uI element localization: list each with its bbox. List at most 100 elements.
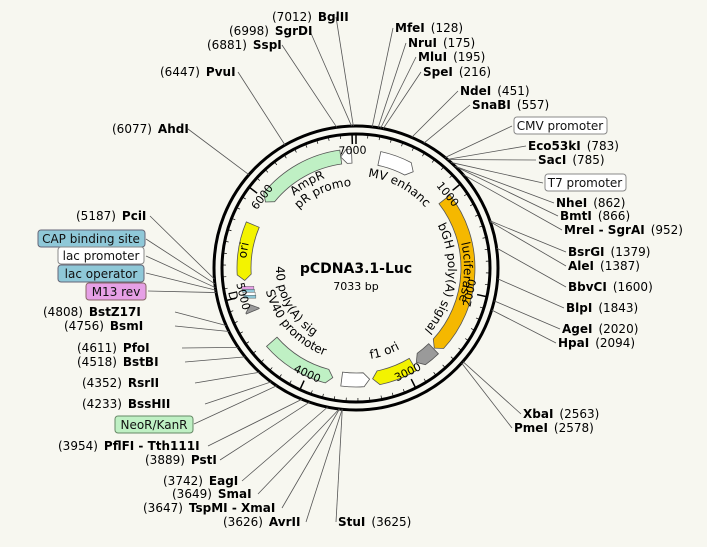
top-site-labels: (7012)BglII (6998)SgrDI (6881)SspI (6447… (112, 10, 349, 136)
leader-line (371, 27, 394, 128)
leader-line (497, 278, 565, 309)
sv40-cds-arrow[interactable] (265, 336, 334, 384)
feature-cap-binding-site[interactable]: CAP binding site (42, 232, 140, 246)
site-ndei[interactable]: NdeI(451) (460, 84, 530, 98)
site-bstz17i[interactable]: (4808)BstZ17I (43, 305, 141, 319)
tick-mark (248, 186, 258, 194)
tick-mark (225, 297, 236, 302)
leader-line (489, 220, 567, 253)
leader-line (147, 290, 217, 293)
feature-lac-promoter[interactable]: lac promoter (63, 249, 140, 263)
site-tspmi-xmai[interactable]: (3647)TspMI - XmaI (143, 501, 275, 515)
tick-mark (274, 161, 278, 166)
bgh-polya-box[interactable] (415, 343, 439, 366)
site-bstbi[interactable]: (4518)BstBI (77, 355, 159, 369)
site-bmti[interactable]: BmtI(866) (560, 209, 630, 223)
site-xbai[interactable]: XbaI(2563) (523, 407, 599, 421)
site-blpi[interactable]: BlpI(1843) (566, 301, 638, 315)
site-hpai[interactable]: HpaI(2094) (558, 336, 635, 350)
leader-line (382, 71, 422, 129)
site-mrei-sgrai[interactable]: MreI - SgrAI(952) (564, 223, 683, 237)
site-bsshii[interactable]: (4233)BssHII (82, 397, 170, 411)
tick-mark (231, 217, 236, 221)
leader-line (461, 362, 513, 429)
tick-mark (245, 341, 250, 345)
site-pmei[interactable]: PmeI(2578) (514, 421, 594, 435)
feature-lac-operator[interactable]: lac operator (65, 267, 138, 281)
site-pflfi-tth111i[interactable]: (3954)PflFI - Tth111I (58, 439, 200, 453)
tick-mark (288, 380, 292, 385)
site-avrii[interactable]: (3626)AvrII (223, 515, 300, 529)
site-pcii[interactable]: (5187)PciI (76, 209, 146, 223)
site-bsmi[interactable]: (4756)BsmI (64, 319, 143, 333)
tick-mark (449, 174, 453, 179)
leader-line (335, 16, 354, 127)
site-mfei[interactable]: MfeI(128) (395, 21, 463, 35)
feature-cmv-promoter[interactable]: CMV promoter (517, 119, 604, 133)
site-psti[interactable]: (3889)PstI (145, 453, 217, 467)
leader-line (149, 215, 215, 280)
leader-line (380, 56, 417, 129)
lac-element-box[interactable] (241, 286, 255, 290)
site-rsrii[interactable]: (4352)RsrII (82, 376, 159, 390)
site-smai[interactable]: (3649)SmaI (172, 487, 252, 501)
leader-line (309, 30, 352, 127)
ampr-promoter-arrow[interactable] (340, 148, 353, 164)
leader-line (281, 408, 340, 509)
leader-line (204, 381, 272, 405)
site-eco53ki[interactable]: Eco53kI(783) (528, 139, 619, 153)
leader-line (496, 247, 567, 288)
tick-mark (224, 240, 229, 243)
site-pvui[interactable]: (6447)PvuI (160, 65, 236, 79)
leader-line (455, 166, 559, 217)
leader-line (207, 398, 303, 447)
tick-mark (411, 146, 415, 151)
feature-arcs (236, 148, 476, 388)
f1-ori-arrow[interactable] (372, 357, 418, 386)
site-bbvci[interactable]: BbvCI(1600) (568, 280, 653, 294)
feature-t7-promoter[interactable]: T7 promoter (547, 176, 623, 190)
site-bglii[interactable]: (7012)BglII (272, 10, 349, 24)
site-nhei[interactable]: NheI(862) (556, 196, 625, 210)
leader-line (241, 406, 328, 482)
tick-mark (450, 356, 455, 360)
site-mlui[interactable]: MluI(195) (418, 50, 485, 64)
site-stui[interactable]: StuI(3625) (338, 515, 411, 529)
luciferase-arrow[interactable] (432, 194, 476, 349)
tick-mark (283, 154, 287, 159)
tick-label: 2000 (460, 278, 479, 308)
site-spei[interactable]: SpeI(216) (423, 65, 491, 79)
site-sgrdi[interactable]: (6998)SgrDI (229, 24, 312, 38)
ampr-arrow[interactable] (263, 149, 343, 203)
sv40-promoter-arrow[interactable] (340, 371, 371, 388)
site-alei[interactable]: AleI(1387) (568, 259, 640, 273)
site-sspi[interactable]: (6881)SspI (207, 38, 282, 52)
site-agei[interactable]: AgeI(2020) (562, 322, 638, 336)
leader-line (145, 255, 216, 288)
feature-box-lac-promoter (57, 246, 145, 265)
site-snabi[interactable]: SnaBI(557) (472, 98, 549, 112)
label-luciferase[interactable]: luciferase (456, 241, 475, 304)
site-saci[interactable]: SacI(785) (538, 153, 605, 167)
tick-mark (440, 166, 445, 171)
tick-mark (422, 152, 425, 157)
tick-mark (269, 367, 273, 371)
feature-m13-rev[interactable]: M13 rev (92, 285, 141, 299)
cmv-enhancer-arrow[interactable] (377, 151, 414, 176)
sv40-polya-box[interactable] (245, 304, 260, 315)
tick-mark (305, 143, 308, 148)
tick-mark (458, 347, 462, 351)
site-bsrgi[interactable]: BsrGI(1379) (568, 245, 650, 259)
right-feature-labels: CMV promoter T7 promoter (513, 116, 627, 192)
label-ori[interactable]: ori (235, 241, 251, 259)
tick-mark (242, 196, 246, 200)
site-nrui[interactable]: NruI(175) (408, 36, 475, 50)
site-pfoi[interactable]: (4611)PfoI (77, 341, 150, 355)
tick-mark (410, 378, 417, 389)
site-ahdi[interactable]: (6077)AhdI (112, 122, 189, 136)
site-eagi[interactable]: (3742)EagI (163, 474, 238, 488)
feature-neor-kanr[interactable]: NeoR/KanR (120, 418, 187, 432)
ori-arrow[interactable] (236, 221, 260, 282)
tick-mark (239, 331, 243, 335)
